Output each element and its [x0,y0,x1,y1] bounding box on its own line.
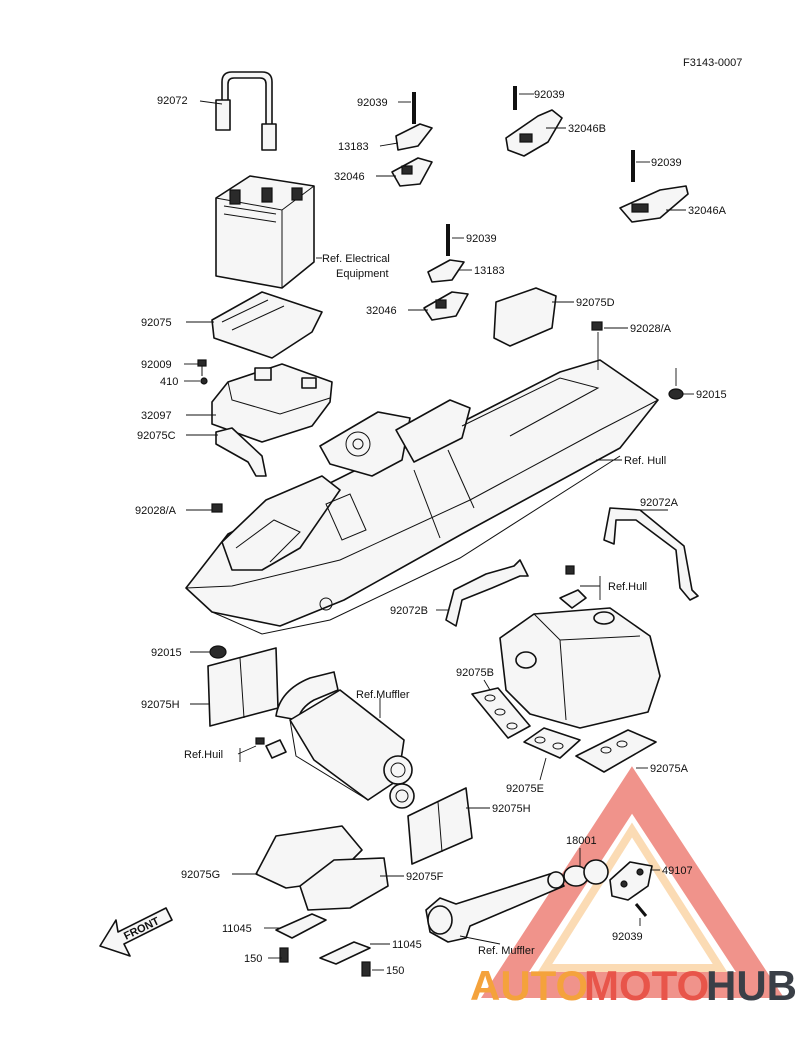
pad-92075h-right [407,787,473,865]
flange-49107 [609,861,653,901]
bracket-32046b [505,109,563,157]
ref-muffler: Ref.Muffler [356,689,410,701]
bolt-92028a-left [211,503,223,513]
bolt-150-b [361,961,371,977]
label-92039-a: 92039 [357,97,388,109]
plate-13183-b [427,259,465,283]
label-92072: 92072 [157,95,188,107]
label-92039-b: 92039 [534,89,565,101]
label-92015-top: 92015 [696,389,727,401]
watermark-logo [481,766,785,998]
label-13183-a: 13183 [338,141,369,153]
ref-electrical-line2: Equipment [336,268,389,280]
label-32046b: 32046B [568,123,606,135]
front-arrow: FRONT [99,907,173,957]
svg-text:HUB: HUB [706,962,797,1009]
label-32046-a: 32046 [334,171,365,183]
label-92028a-left: 92028/A [135,505,177,517]
label-32097: 32097 [141,410,172,422]
pad-92075e [523,727,581,759]
pad-92075f [299,857,389,911]
hull [185,359,659,635]
part-labels: 92072 92039 92039 32046B 13183 32046 920… [135,89,727,977]
label-92009: 92009 [141,359,172,371]
label-150-b: 150 [386,965,404,977]
pad-92075h-left [207,647,279,727]
ref-muffler-2: Ref. Muffler [478,945,535,957]
svg-text:MOTO: MOTO [584,962,709,1009]
gasket-18001 [563,859,609,887]
battery [215,175,315,289]
label-13183-b: 13183 [474,265,505,277]
bolt-ref-hull [565,565,575,575]
battery-mat [211,291,323,359]
muffler [275,671,415,809]
fuel-tank [499,607,661,729]
ref-electrical-line1: Ref. Electrical [322,253,390,265]
label-92075b: 92075B [456,667,494,679]
label-92075h-left: 92075H [141,699,180,711]
bolt-92039-e [634,903,648,917]
plate-13183-a [395,123,433,151]
label-410: 410 [160,376,178,388]
bolt-ref-huil [255,737,265,745]
label-92039-c: 92039 [651,157,682,169]
label-11045-a: 11045 [222,923,252,935]
bracket-11045-a [275,913,327,939]
label-92015-left: 92015 [151,647,182,659]
pad-92075c [215,427,267,477]
label-92075g: 92075G [181,869,220,881]
clip-ref-huil [265,739,287,759]
label-92075: 92075 [141,317,172,329]
battery-strap [215,71,277,151]
label-92075f: 92075F [406,871,444,883]
grommet-92015-left [209,645,227,659]
strap-92072b [445,559,529,627]
label-92075c: 92075C [137,430,176,442]
bolt-92028a-top [591,321,603,331]
ref-huil: Ref.Huil [184,749,223,761]
washer-410 [200,377,208,385]
label-11045-b: 11045 [392,939,422,951]
grommet-92015-top [668,388,684,400]
label-92075h-right: 92075H [492,803,531,815]
label-92028a-top: 92028/A [630,323,672,335]
svg-text:AUTO: AUTO [470,962,588,1009]
label-92039-e: 92039 [612,931,643,943]
reference-labels: Ref. Electrical Equipment Ref. Hull Ref.… [184,253,666,957]
pad-92075b [471,687,531,739]
label-92075d: 92075D [576,297,615,309]
watermark-text: AUTO MOTO HUB [470,962,797,1009]
bolt-92009 [197,359,207,376]
bracket-11045-b [319,941,371,965]
figure-code: F3143-0007 [683,57,742,69]
label-92072a: 92072A [640,497,679,509]
label-92072b: 92072B [390,605,428,617]
label-150-a: 150 [244,953,262,965]
leader-lines [184,93,694,971]
bracket-32046a-large [619,185,689,223]
ref-hull-2: Ref.Hull [608,581,647,593]
ref-hull: Ref. Hull [624,455,666,467]
label-49107: 49107 [662,865,693,877]
bolt-150-a [279,947,289,963]
clip-ref-hull [559,589,587,609]
label-92075a: 92075A [650,763,689,775]
label-32046-b: 32046 [366,305,397,317]
label-32046a: 32046A [688,205,727,217]
pad-92075a [575,729,657,773]
label-92039-d: 92039 [466,233,497,245]
exhaust-pipe [425,871,565,943]
label-18001: 18001 [566,835,597,847]
label-92075e: 92075E [506,783,544,795]
pad-92075d [493,287,557,347]
